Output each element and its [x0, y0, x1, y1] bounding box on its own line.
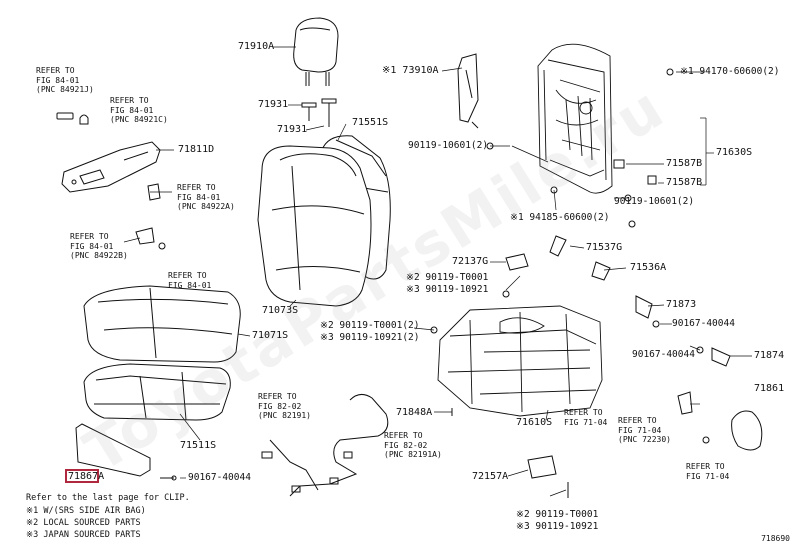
label-guide-b[interactable]: 71931: [277, 124, 308, 135]
wire-harness-part: [261, 394, 389, 497]
label-hook[interactable]: 71874: [754, 350, 785, 361]
label-bolt-c1[interactable]: ※2 90119-T0001(2): [320, 320, 420, 331]
label-track-bolt[interactable]: 71848A: [396, 407, 433, 418]
label-bolt-s2[interactable]: ※3 90119-10921: [406, 284, 489, 295]
label-bolt-f1[interactable]: ※2 90119-T0001: [516, 509, 599, 520]
label-screw-r2[interactable]: 90167-40044: [632, 349, 695, 360]
label-lower-trim[interactable]: 71867A: [68, 471, 105, 482]
label-cushion-pad[interactable]: 71071S: [252, 330, 289, 341]
label-knob[interactable]: 72137G: [452, 256, 489, 267]
note-1: ※1 W/(SRS SIDE AIR BAG): [26, 506, 146, 516]
leader-lines: [123, 46, 752, 497]
headrest-guide-part: [301, 98, 337, 127]
label-clip-b[interactable]: 71587B: [666, 177, 703, 188]
label-side-airbag[interactable]: ※1 73910A: [382, 65, 439, 76]
label-bracket[interactable]: 71536A: [630, 262, 667, 273]
shield-part: [61, 141, 161, 193]
label-shield[interactable]: 71811D: [178, 144, 215, 155]
label-cover-b[interactable]: 72157A: [472, 471, 509, 482]
cushion-pad-part: [83, 285, 241, 363]
label-pad-back[interactable]: 71551S: [352, 117, 389, 128]
lower-trim-part: [75, 423, 177, 481]
label-nut-lower[interactable]: ※1 94185-60600(2): [510, 212, 610, 223]
note-3: ※3 JAPAN SOURCED PARTS: [26, 530, 141, 540]
note-2: ※2 LOCAL SOURCED PARTS: [26, 518, 141, 528]
seatback-frame-part: [537, 43, 613, 194]
headrest-part: [293, 17, 339, 86]
label-bolt-s1[interactable]: ※2 90119-T0001: [406, 272, 489, 283]
small-switch-parts: [56, 112, 166, 250]
side-airbag-part: [457, 53, 479, 129]
label-guide-a[interactable]: 71931: [258, 99, 289, 110]
misc-right-parts: [430, 68, 763, 498]
label-lever[interactable]: 71537G: [586, 242, 623, 253]
drawing-code: 718690: [761, 534, 790, 543]
highlighted-part-lower-trim[interactable]: 71867A: [65, 469, 104, 483]
label-screw-lower[interactable]: 90167-40044: [188, 472, 251, 483]
label-bolt-top[interactable]: ※1 94170-60600(2): [680, 66, 780, 77]
label-cover-back[interactable]: 71073S: [262, 305, 299, 316]
label-frame-s[interactable]: 71873: [666, 299, 697, 310]
cushion-cover-part: [83, 363, 231, 421]
label-frame-back[interactable]: 71630S: [716, 147, 753, 158]
label-bolt-c2[interactable]: ※3 90119-10921(2): [320, 332, 420, 343]
label-cover-cushion[interactable]: 71511S: [180, 440, 217, 451]
label-bolt-b2[interactable]: 90119-10601(2): [614, 196, 695, 207]
label-lever-cover[interactable]: 71861: [754, 383, 785, 394]
label-bolt-f2[interactable]: ※3 90119-10921: [516, 521, 599, 532]
seatback-cover-part: [257, 145, 372, 307]
note-clip: Refer to the last page for CLIP.: [26, 493, 190, 503]
label-screw-r1[interactable]: 90167-40044: [672, 318, 735, 329]
seat-adjuster-part: [437, 305, 603, 417]
label-headrest[interactable]: 71910A: [238, 41, 275, 52]
label-adjuster[interactable]: 71610S: [516, 417, 553, 428]
label-clip-a[interactable]: 71587B: [666, 158, 703, 169]
label-bolt-b1[interactable]: 90119-10601(2): [408, 140, 489, 151]
